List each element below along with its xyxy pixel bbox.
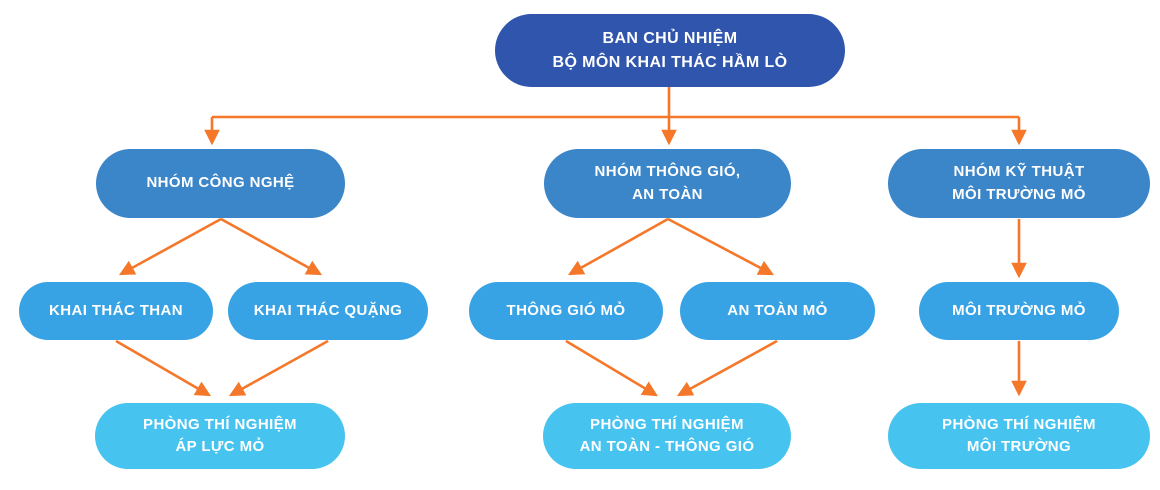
arrow-unit-an-toan-to-lab2 (676, 339, 778, 397)
arrow-group1-to-unit-than (118, 217, 222, 276)
node-label-line: THÔNG GIÓ MỎ (506, 301, 626, 319)
node-phong-thi-nghiem-ap-luc-mo: PHÒNG THÍ NGHIỆM ÁP LỰC MỎ (95, 403, 345, 469)
node-label-line: AN TOÀN (632, 185, 703, 203)
node-label-line: MÔI TRƯỜNG (966, 438, 1072, 455)
node-phong-thi-nghiem-moi-truong: PHÒNG THÍ NGHIỆM MÔI TRƯỜNG (888, 403, 1150, 469)
node-an-toan-mo: AN TOÀN MỎ (680, 282, 875, 340)
node-label-line: AN TOÀN MỎ (727, 301, 828, 319)
arrow-unit-than-to-lab1 (115, 339, 212, 397)
node-nhom-thong-gio-an-toan: NHÓM THÔNG GIÓ, AN TOÀN (544, 149, 791, 218)
node-label-line: PHÒNG THÍ NGHIỆM (143, 415, 297, 433)
node-phong-thi-nghiem-an-toan-thong-gio: PHÒNG THÍ NGHIỆM AN TOÀN - THÔNG GIÓ (543, 403, 791, 469)
node-label-line: MÔI TRƯỜNG MỎ (952, 185, 1086, 203)
node-label-line: KHAI THÁC THAN (49, 301, 183, 319)
node-label-line: PHÒNG THÍ NGHIỆM (590, 415, 744, 433)
arrow-group2-to-unit-thong-gio (567, 217, 669, 276)
node-label-line: NHÓM CÔNG NGHỆ (146, 174, 295, 192)
node-label-line: ÁP LỰC MỎ (175, 438, 265, 455)
node-thong-gio-mo: THÔNG GIÓ MỎ (469, 282, 663, 340)
arrow-group1-to-unit-quang (220, 217, 323, 276)
node-label-line: KHAI THÁC QUẶNG (253, 301, 403, 319)
node-moi-truong-mo: MÔI TRƯỜNG MỎ (919, 282, 1119, 340)
node-khai-thac-than: KHAI THÁC THAN (19, 282, 213, 340)
node-nhom-cong-nghe: NHÓM CÔNG NGHỆ (96, 149, 345, 218)
node-label-line: PHÒNG THÍ NGHIỆM (942, 415, 1096, 433)
node-ban-chu-nhiem: BAN CHỦ NHIỆM BỘ MÔN KHAI THÁC HẦM LÒ (495, 14, 845, 87)
node-label-line: NHÓM KỸ THUẬT (953, 163, 1085, 180)
arrow-unit-quang-to-lab1 (228, 339, 329, 397)
node-label-line: AN TOÀN - THÔNG GIÓ (579, 438, 755, 455)
node-khai-thac-quang: KHAI THÁC QUẶNG (228, 282, 428, 340)
arrow-group2-to-unit-an-toan (667, 217, 775, 276)
node-label-line: BỘ MÔN KHAI THÁC HẦM LÒ (552, 53, 788, 71)
node-label-line: NHÓM THÔNG GIÓ, (594, 163, 741, 180)
node-nhom-ky-thuat-moi-truong-mo: NHÓM KỸ THUẬT MÔI TRƯỜNG MỎ (888, 149, 1150, 218)
node-label-line: BAN CHỦ NHIỆM (602, 29, 738, 47)
node-label-line: MÔI TRƯỜNG MỎ (952, 301, 1086, 319)
arrow-unit-thong-gio-to-lab2 (565, 339, 659, 397)
